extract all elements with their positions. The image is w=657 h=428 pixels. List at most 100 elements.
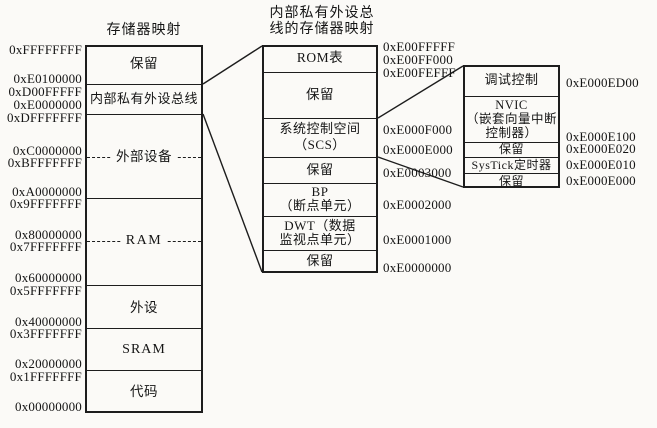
region-label-text: 保留 — [498, 174, 524, 188]
address-label: 0xC0000000 — [12, 143, 82, 158]
region-label-line: DWT（数据 — [262, 219, 378, 233]
region-label: SRAM — [85, 342, 203, 358]
address-label: 0xE000E000 — [383, 142, 453, 157]
address-label: 0x60000000 — [15, 270, 82, 285]
address-label: 0xA0000000 — [12, 184, 82, 199]
region-label-line: （SCS） — [262, 137, 378, 153]
address-label: 0xE000F000 — [383, 122, 453, 137]
address-label: 0x7FFFFFFF — [9, 239, 82, 254]
region-label-line: 保留 — [463, 175, 560, 188]
address-label: 0xE0001000 — [383, 232, 452, 247]
region-label: 保留 — [262, 253, 378, 269]
divider-line — [262, 216, 378, 217]
region-label-text: 保留 — [306, 253, 334, 268]
address-label: 0xDFFFFFFF — [7, 110, 82, 125]
divider-line — [262, 118, 378, 119]
region-label: 保留 — [262, 162, 378, 178]
address-label: 0xD00FFFFF — [8, 84, 82, 99]
region-label-text: 外设 — [130, 300, 158, 315]
region-label-line: 外设 — [85, 300, 203, 316]
region-label-text: 系统控制空间 — [279, 121, 361, 136]
region-label-text: NVIC — [495, 98, 528, 112]
region-label: RAM — [85, 233, 203, 249]
region-label-line: 外部设备 — [85, 149, 203, 165]
region-label: 代码 — [85, 384, 203, 400]
region-label-text: 控制器） — [485, 126, 538, 140]
region-label: 保留 — [262, 87, 378, 103]
region-label-line: 系统控制空间 — [262, 121, 378, 137]
address-label: 0xE00FEFFF — [383, 65, 456, 80]
divider-line — [463, 157, 560, 158]
region-label-text: RAM — [120, 233, 168, 249]
address-label: 0xE0100000 — [13, 71, 82, 86]
address-label: 0xE000E010 — [566, 157, 636, 172]
region-label-text: 监视点单元） — [279, 232, 361, 247]
region-label-text: 代码 — [130, 384, 158, 399]
region-label: 调试控制 — [463, 72, 560, 88]
connector-left-to-middle-bottom — [202, 113, 263, 273]
connector-middle-to-right-top — [377, 65, 464, 119]
address-label: 0xE000ED00 — [566, 75, 639, 90]
divider-line — [463, 96, 560, 97]
region-label-line: BP — [262, 185, 378, 199]
divider-line — [85, 114, 203, 115]
region-label-line: ROM表 — [262, 50, 378, 66]
region-label-line: 监视点单元） — [262, 233, 378, 247]
region-label: 系统控制空间（SCS） — [262, 121, 378, 153]
address-label: 0xE00FF000 — [383, 52, 453, 67]
region-label: NVIC（嵌套向量中断控制器） — [463, 98, 560, 140]
address-label: 0x40000000 — [15, 314, 82, 329]
address-label: 0xE0003000 — [383, 165, 452, 180]
divider-line — [463, 142, 560, 143]
region-label-line: （嵌套向量中断 — [463, 112, 560, 126]
region-label-line: 保留 — [85, 56, 203, 72]
divider-line — [262, 72, 378, 73]
region-label-text: 保留 — [498, 142, 524, 156]
address-label: 0xFFFFFFFF — [9, 42, 82, 57]
region-label-text: 调试控制 — [484, 72, 539, 87]
region-label-line: SysTick定时器 — [463, 159, 560, 172]
divider-line — [85, 285, 203, 286]
address-label: 0xE000E100 — [566, 129, 636, 144]
region-label-text: 保留 — [130, 56, 158, 71]
middle-map-title-line2: 线的存储器映射 — [269, 22, 375, 37]
region-label: 保留 — [463, 143, 560, 156]
region-label-line: 内部私有外设总线 — [85, 91, 203, 107]
region-label-text: （SCS） — [294, 137, 346, 152]
region-label-line: 控制器） — [463, 126, 560, 140]
divider-line — [262, 183, 378, 184]
middle-map-title: 内部私有外设总 线的存储器映射 — [257, 6, 387, 38]
region-label-text: DWT（数据 — [284, 218, 356, 233]
address-label: 0x3FFFFFFF — [9, 326, 82, 341]
middle-memory-box — [262, 45, 378, 273]
address-label: 0x1FFFFFFF — [9, 369, 82, 384]
region-label-line: SRAM — [85, 342, 203, 358]
region-label-text: SysTick定时器 — [471, 158, 552, 172]
region-label-line: NVIC — [463, 98, 560, 112]
region-label: BP（断点单元） — [262, 185, 378, 213]
left-memory-box — [85, 45, 203, 413]
right-memory-box — [463, 65, 560, 188]
region-label-text: （嵌套向量中断 — [465, 112, 557, 126]
region-label-line: 保留 — [463, 143, 560, 156]
address-label: 0x80000000 — [15, 227, 82, 242]
divider-line — [262, 157, 378, 158]
middle-map-title-line1: 内部私有外设总 — [269, 6, 375, 21]
address-label: 0xE0002000 — [383, 197, 452, 212]
divider-line — [85, 328, 203, 329]
connector-middle-to-right-bottom — [377, 156, 464, 188]
region-label: 保留 — [463, 175, 560, 188]
region-label-line: （断点单元） — [262, 199, 378, 213]
address-label: 0x9FFFFFFF — [9, 196, 82, 211]
region-label-line: 代码 — [85, 384, 203, 400]
region-label-line: 保留 — [262, 253, 378, 269]
region-label-text: SRAM — [122, 342, 166, 357]
divider-line — [85, 198, 203, 199]
left-map-title: 存储器映射 — [106, 23, 182, 38]
address-label: 0xE0000000 — [13, 97, 82, 112]
region-label-line: 保留 — [262, 87, 378, 103]
region-label: 外设 — [85, 300, 203, 316]
region-label-text: 内部私有外设总线 — [89, 91, 198, 106]
